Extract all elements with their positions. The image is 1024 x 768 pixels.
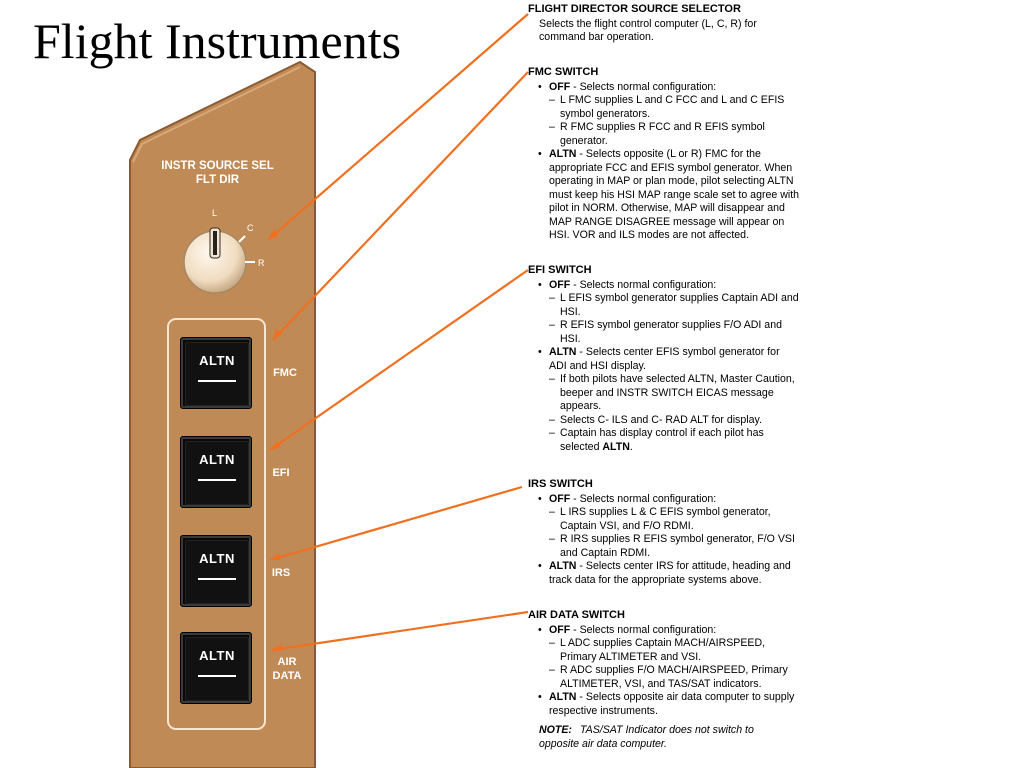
fds-heading: FLIGHT DIRECTOR SOURCE SELECTOR [528,3,741,15]
arrowhead-fmc [273,329,282,340]
fmc-altn-item: ALTN - Selects opposite (L or R) FMC for… [538,148,799,243]
irs-button-label: ALTN [199,551,235,566]
panel-header-line2: FLT DIR [195,174,240,186]
air-data-label-line2: DATA [272,670,302,682]
fds-line1: Selects the flight control computer (L, … [539,17,757,30]
fds-section: FLIGHT DIRECTOR SOURCE SELECTOR Selects … [528,3,757,45]
callout-irs [269,485,523,562]
switch-group-frame [167,318,266,730]
callout-air [271,610,529,652]
air-data-section: AIR DATA SWITCH OFF - Selects normal con… [528,609,794,751]
air-data-button-label: ALTN [199,648,235,663]
irs-altn-item: ALTN - Selects center IRS for attitude, … [538,560,795,587]
fmc-off-item: OFF - Selects normal configuration: [538,81,799,95]
fds-line2: command bar operation. [539,31,654,43]
irs-off-detail-2: R IRS supplies R EFIS symbol generator, … [549,533,795,560]
efi-off-detail-2: R EFIS symbol generator supplies F/O ADI… [549,319,799,346]
irs-switch-label: IRS [271,567,291,579]
fmc-off-detail-2: R FMC supplies R FCC and R EFIS symbolge… [549,121,799,148]
air-data-label-line1: AIR [277,656,297,668]
efi-heading: EFI SWITCH [528,264,592,276]
air-off-item: OFF - Selects normal configuration: [538,624,794,638]
panel-header: INSTR SOURCE SEL FLT DIR [150,159,285,187]
callout-fds [267,13,529,241]
arrowhead-irs [270,553,281,560]
knob-label-l: L [212,208,218,218]
slide-title: Flight Instruments [33,13,402,69]
efi-altn-item: ALTN - Selects center EFIS symbol genera… [538,346,799,373]
irs-off-item: OFF - Selects normal configuration: [538,493,795,507]
callout-fmc [272,71,529,341]
efi-altn-button[interactable]: ALTN [180,436,252,508]
fmc-altn-button[interactable]: ALTN [180,337,252,409]
air-data-switch-label: AIR DATA [268,655,306,683]
air-data-altn-button[interactable]: ALTN [180,632,252,704]
note-key: NOTE: [539,724,572,736]
irs-altn-button[interactable]: ALTN [180,535,252,607]
knob-label-c: C [247,223,254,233]
fmc-off-text: - Selects normal configuration: [570,80,717,93]
arrowhead-efi [270,441,281,450]
panel-edge-highlight [132,66,301,163]
air-data-note: NOTE:TAS/SAT Indicator does not switch t… [539,724,754,750]
fmc-off-key: OFF [549,80,571,93]
arrowhead-air [272,644,282,651]
arrowhead-fds [268,229,279,240]
efi-altn-detail-2: Selects C- ILS and C- RAD ALT for displa… [549,414,799,428]
fmc-switch-label: FMC [273,367,297,379]
panel-header-line1: INSTR SOURCE SEL [161,160,274,172]
efi-altn-detail-3: Captain has display control if each pilo… [549,427,799,454]
fmc-button-label: ALTN [199,353,235,368]
air-off-detail-1: L ADC supplies Captain MACH/AIRSPEED,Pri… [549,637,794,664]
fmc-heading: FMC SWITCH [528,66,599,78]
efi-section: EFI SWITCH OFF - Selects normal configur… [528,264,799,454]
irs-section: IRS SWITCH OFF - Selects normal configur… [528,478,795,587]
irs-off-detail-1: L IRS supplies L & C EFIS symbol generat… [549,506,795,533]
knob-label-r: R [258,258,265,268]
source-selector-knob-hit[interactable] [184,228,246,294]
fmc-off-detail-1: L FMC supplies L and C FCC and L and C E… [549,94,799,121]
efi-switch-label: EFI [272,467,290,479]
air-altn-item: ALTN - Selects opposite air data compute… [538,691,794,718]
callout-lines [267,13,529,652]
efi-off-item: OFF - Selects normal configuration: [538,279,799,293]
efi-button-label: ALTN [199,452,235,467]
knob-tick-c [238,235,246,243]
callout-efi [269,269,529,451]
fmc-section: FMC SWITCH OFF - Selects normal configur… [528,66,799,243]
air-off-detail-2: R ADC supplies F/O MACH/AIRSPEED, Primar… [549,664,794,691]
efi-altn-detail-1: If both pilots have selected ALTN, Maste… [549,373,799,414]
air-data-heading: AIR DATA SWITCH [528,609,625,621]
irs-heading: IRS SWITCH [528,478,593,490]
efi-off-detail-1: L EFIS symbol generator supplies Captain… [549,292,799,319]
